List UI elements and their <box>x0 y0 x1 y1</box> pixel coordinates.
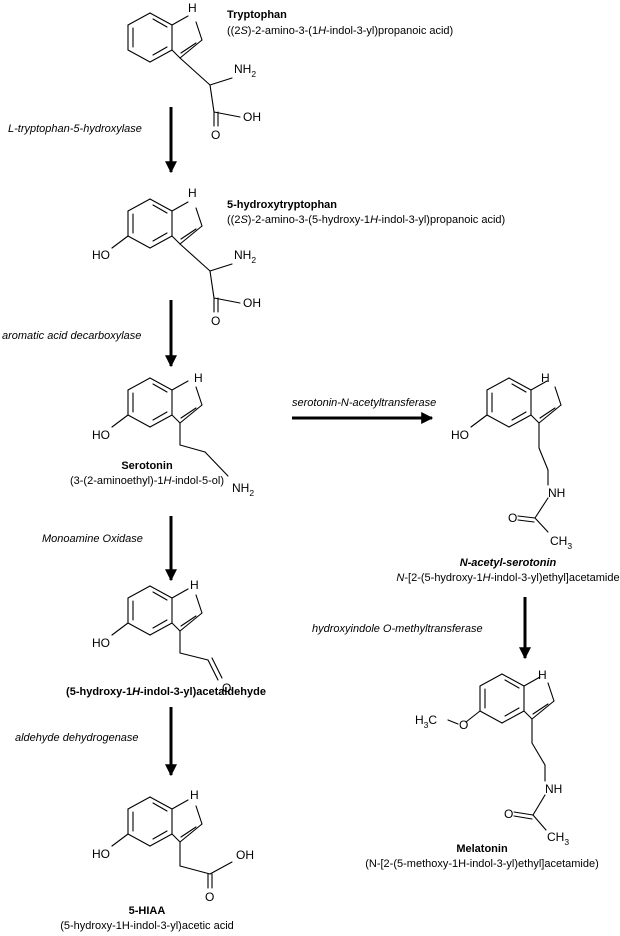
tryptophan-acid-oh: OH <box>243 110 261 124</box>
hydroxytryptophan-indole-h: H <box>188 186 197 200</box>
hiaa-name: 5-HIAA <box>129 905 166 917</box>
melatonin-structure: H O H3C NH O CH3 <box>415 668 569 847</box>
enzyme-serotonin-n-acetyltransferase: serotonin-N-acetyltransferase <box>292 397 436 409</box>
serotonin-indole-h: H <box>194 371 203 385</box>
aldehyde-carbonyl-o: O <box>222 681 231 695</box>
nas-methyl: CH3 <box>550 534 572 551</box>
aldehyde-structure: H HO O <box>92 578 231 695</box>
hydroxytryptophan-amine-label: NH2 <box>234 248 256 265</box>
hydroxytryptophan-iupac: ((2S)-2-amino-3-(5-hydroxy-1H-indol-3-yl… <box>227 214 505 226</box>
enzyme-tryptophan-hydroxylase: L-tryptophan-5-hydroxylase <box>8 123 142 135</box>
nas-hydroxyl: HO <box>451 428 469 442</box>
hiaa-indole-h: H <box>190 788 199 802</box>
aldehyde-hydroxyl: HO <box>92 636 110 650</box>
nas-name: N-acetyl-serotonin <box>460 557 557 569</box>
nas-amide-nh: NH <box>548 486 565 500</box>
enzyme-monoamine-oxidase: Monoamine Oxidase <box>42 533 143 545</box>
nas-structure: H HO NH O CH3 <box>451 371 572 551</box>
tryptophan-acid-o: O <box>211 128 220 142</box>
enzyme-hydroxyindole-o-methyltransferase: hydroxyindole O-methyltransferase <box>312 623 483 635</box>
enzyme-aldehyde-dehydrogenase: aldehyde dehydrogenase <box>15 732 139 744</box>
hiaa-acid-oh: OH <box>236 848 254 862</box>
nas-indole-h: H <box>541 371 550 385</box>
melatonin-ether-o: O <box>459 718 468 732</box>
tryptophan-indole-h: H <box>188 1 197 15</box>
tryptophan-amine-label: NH2 <box>234 62 256 79</box>
melatonin-iupac: (N-[2-(5-methoxy-1H-indol-3-yl)ethyl]ace… <box>365 858 599 870</box>
melatonin-amide-nh: NH <box>545 782 562 796</box>
tryptophan-name: Tryptophan <box>227 9 287 21</box>
melatonin-carbonyl-o: O <box>504 807 513 821</box>
hiaa-acid-o: O <box>205 890 214 904</box>
hydroxytryptophan-hydroxyl: HO <box>92 248 110 262</box>
hiaa-structure: H HO OH O <box>92 788 254 904</box>
hydroxytryptophan-name: 5-hydroxytryptophan <box>227 199 337 211</box>
tryptophan-iupac: ((2S)-2-amino-3-(1H-indol-3-yl)propanoic… <box>227 25 453 37</box>
serotonin-structure: H HO NH2 <box>92 371 254 498</box>
hiaa-iupac: (5-hydroxy-1H-indol-3-yl)acetic acid <box>60 920 234 932</box>
tryptophan-structure: H NH2 OH O <box>127 1 261 142</box>
hydroxytryptophan-acid-oh: OH <box>243 296 261 310</box>
melatonin-indole-h: H <box>538 668 547 682</box>
serotonin-name: Serotonin <box>121 460 173 472</box>
nas-iupac: N-[2-(5-hydroxy-1H-indol-3-yl)ethyl]acet… <box>396 572 619 584</box>
melatonin-methyl: CH3 <box>547 830 569 847</box>
aldehyde-name: (5-hydroxy-1H-indol-3-yl)acetaldehyde <box>66 686 266 698</box>
hydroxytryptophan-acid-o: O <box>211 314 220 328</box>
hiaa-hydroxyl: HO <box>92 847 110 861</box>
enzyme-aromatic-decarboxylase: aromatic acid decarboxylase <box>2 330 141 342</box>
serotonin-amine-label: NH2 <box>232 481 254 498</box>
melatonin-methoxy-methyl: H3C <box>415 713 437 730</box>
aldehyde-indole-h: H <box>190 578 199 592</box>
serotonin-iupac: (3-(2-aminoethyl)-1H-indol-5-ol) <box>70 475 224 487</box>
melatonin-name: Melatonin <box>456 843 508 855</box>
nas-carbonyl-o: O <box>508 511 517 525</box>
hydroxytryptophan-structure: H HO NH2 OH O <box>92 186 261 328</box>
serotonin-hydroxyl: HO <box>92 428 110 442</box>
